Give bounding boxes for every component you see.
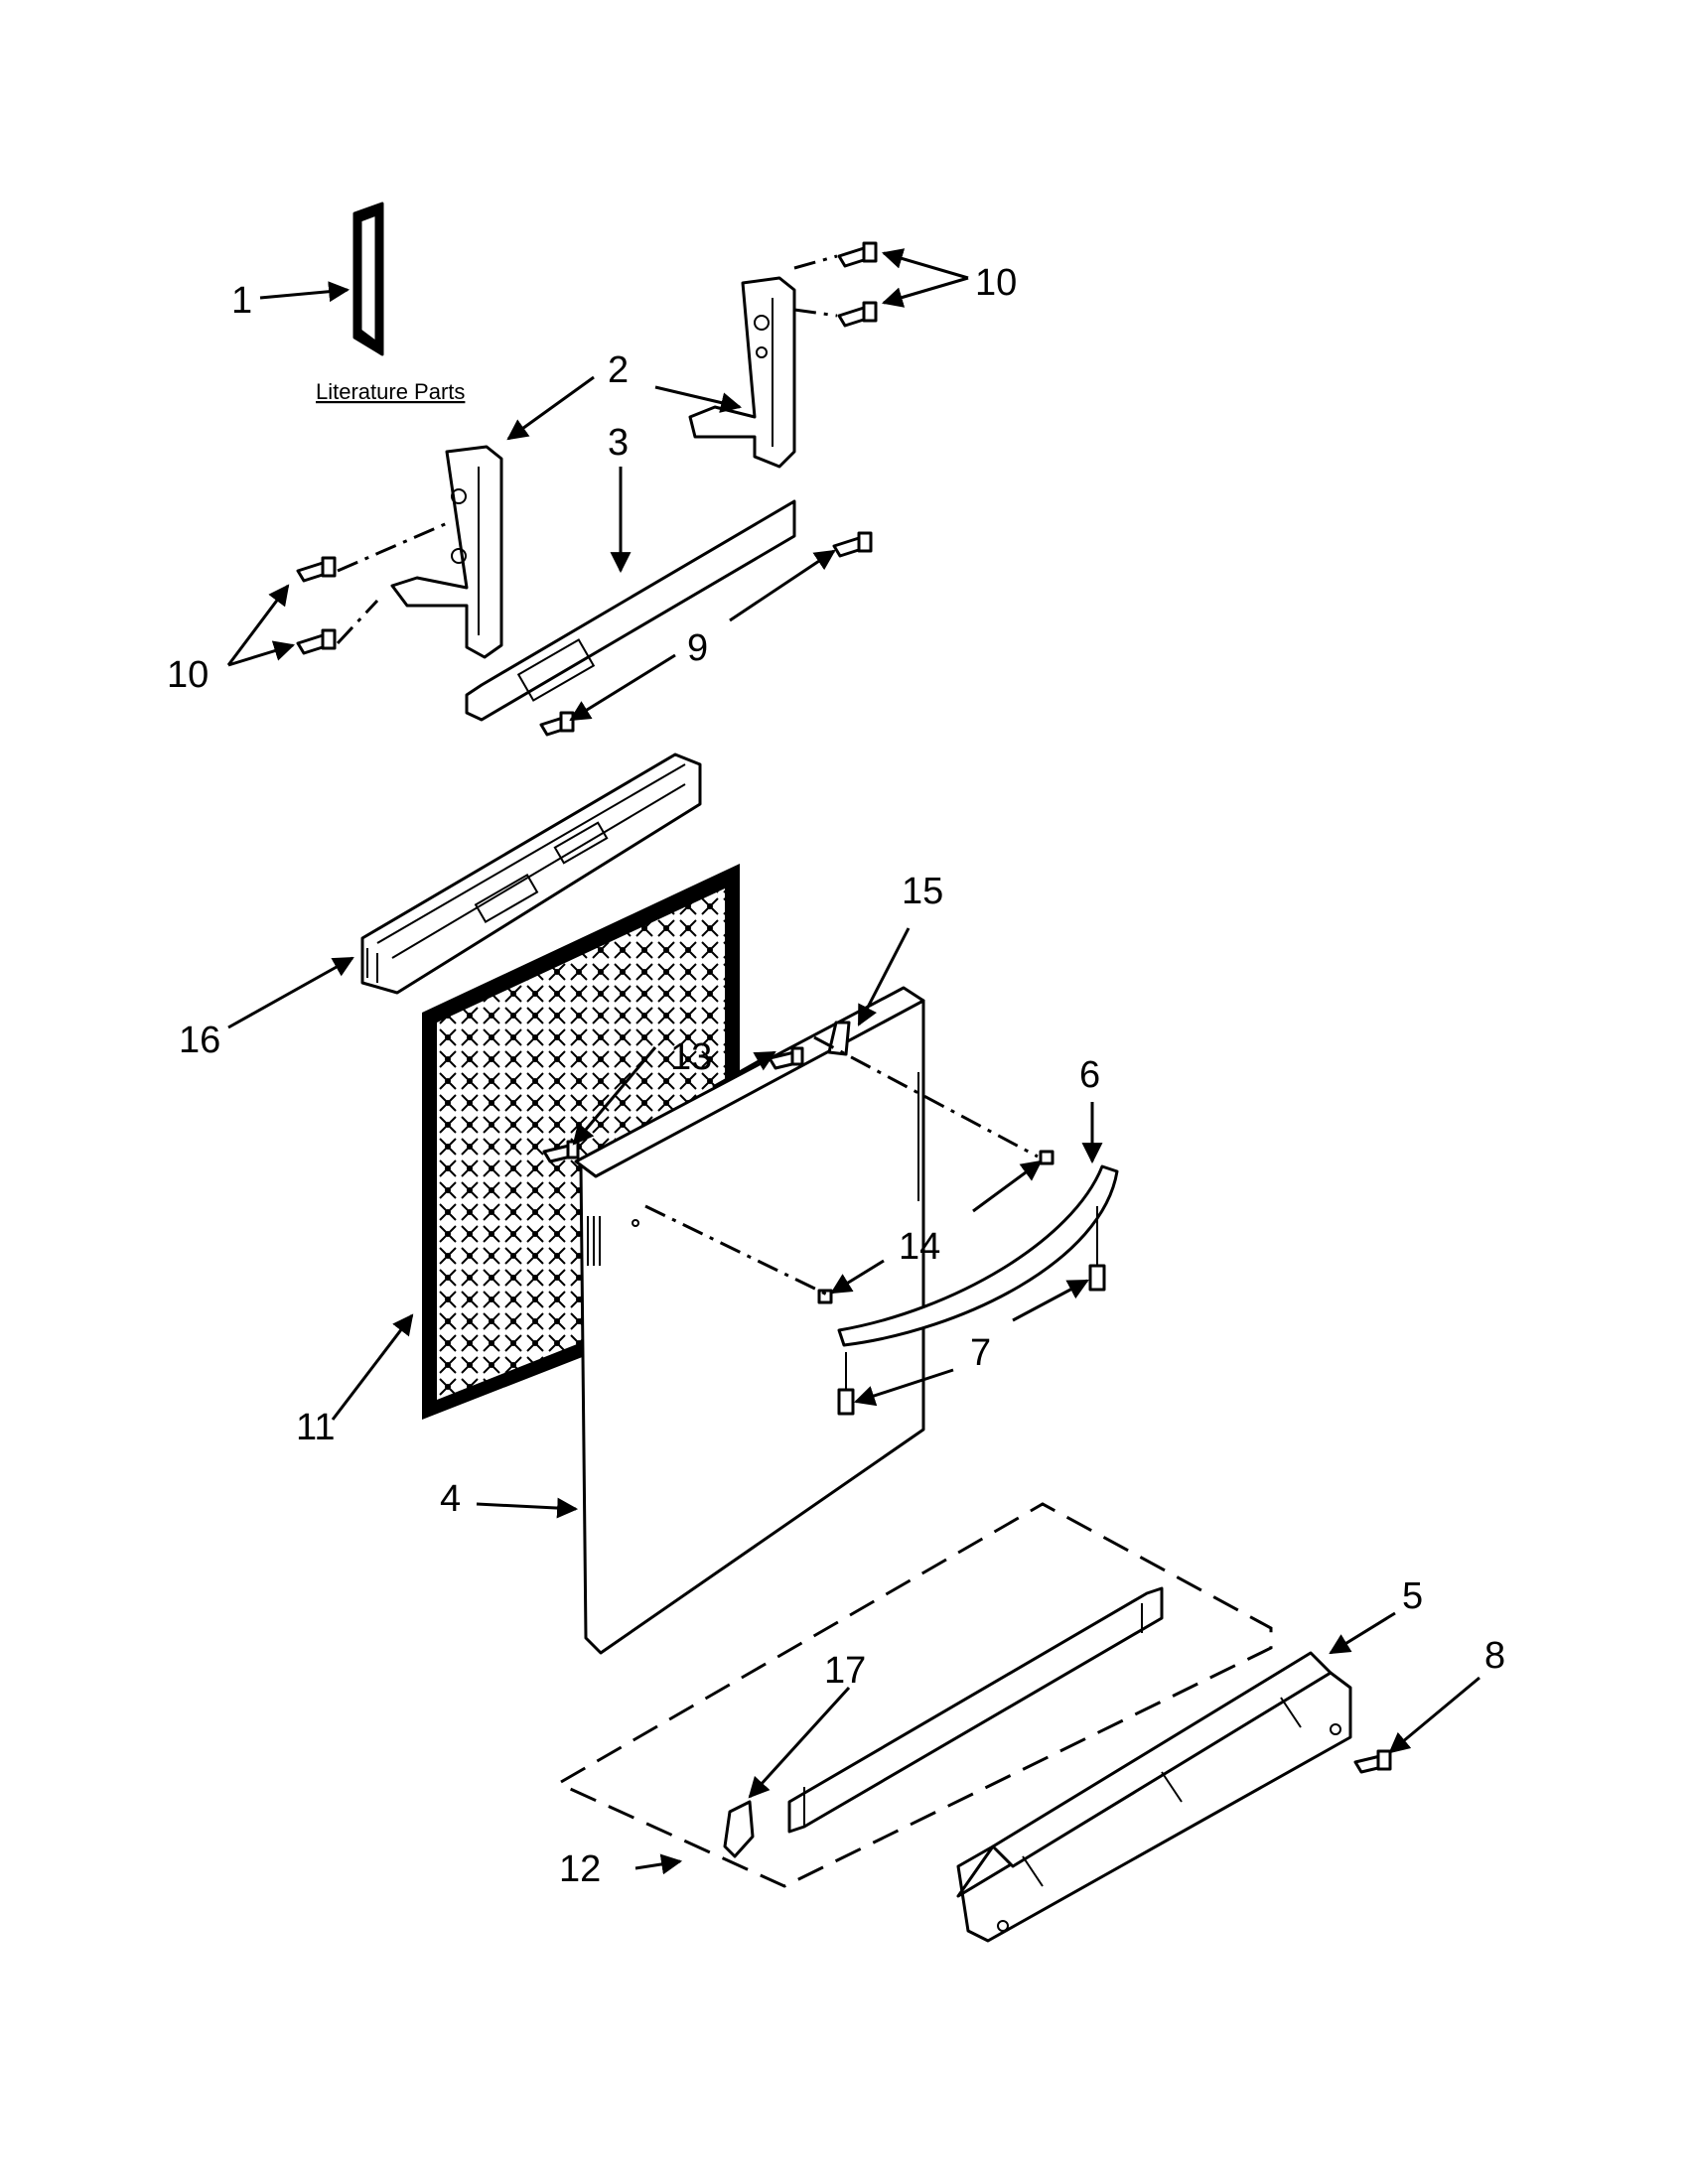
screw-icon xyxy=(837,301,878,328)
screw-icon xyxy=(1353,1749,1392,1774)
screw-icon xyxy=(296,556,337,583)
callout-2: 2 xyxy=(608,349,629,391)
callout-10a: 10 xyxy=(975,262,1017,304)
callout-6: 6 xyxy=(1079,1054,1100,1096)
handle-spacer xyxy=(1088,1264,1106,1292)
mounting-rail xyxy=(465,499,796,722)
mounting-bracket-left xyxy=(390,445,503,659)
literature-caption: Literature Parts xyxy=(316,379,465,404)
handle-stud xyxy=(1039,1150,1055,1165)
callout-15: 15 xyxy=(902,871,943,912)
control-housing xyxy=(360,752,702,995)
callout-8: 8 xyxy=(1484,1635,1505,1677)
callout-10b: 10 xyxy=(167,654,209,696)
screw-icon xyxy=(296,628,337,655)
callout-12: 12 xyxy=(559,1848,601,1890)
callout-14: 14 xyxy=(899,1226,940,1268)
mounting-bracket-right xyxy=(688,276,796,469)
callout-3: 3 xyxy=(608,422,629,464)
toe-clip xyxy=(723,1800,755,1858)
callout-16: 16 xyxy=(179,1020,220,1061)
door-handle xyxy=(837,1164,1119,1347)
toe-kick-outline xyxy=(560,1502,1273,1888)
callout-1: 1 xyxy=(231,280,252,322)
toe-panel-inner xyxy=(787,1586,1164,1834)
toe-kick xyxy=(956,1651,1352,1943)
screw-icon xyxy=(539,711,575,737)
callout-4: 4 xyxy=(440,1478,461,1520)
callout-17: 17 xyxy=(824,1650,866,1692)
screw-icon xyxy=(542,1140,580,1163)
callout-9: 9 xyxy=(687,627,708,669)
screw-icon xyxy=(837,241,878,268)
screw-icon xyxy=(832,531,873,558)
literature-book xyxy=(352,202,384,356)
handle-spacer xyxy=(837,1388,855,1416)
callout-7: 7 xyxy=(970,1332,991,1374)
callout-13: 13 xyxy=(670,1036,712,1078)
callout-5: 5 xyxy=(1402,1575,1423,1617)
callout-11: 11 xyxy=(296,1407,335,1448)
